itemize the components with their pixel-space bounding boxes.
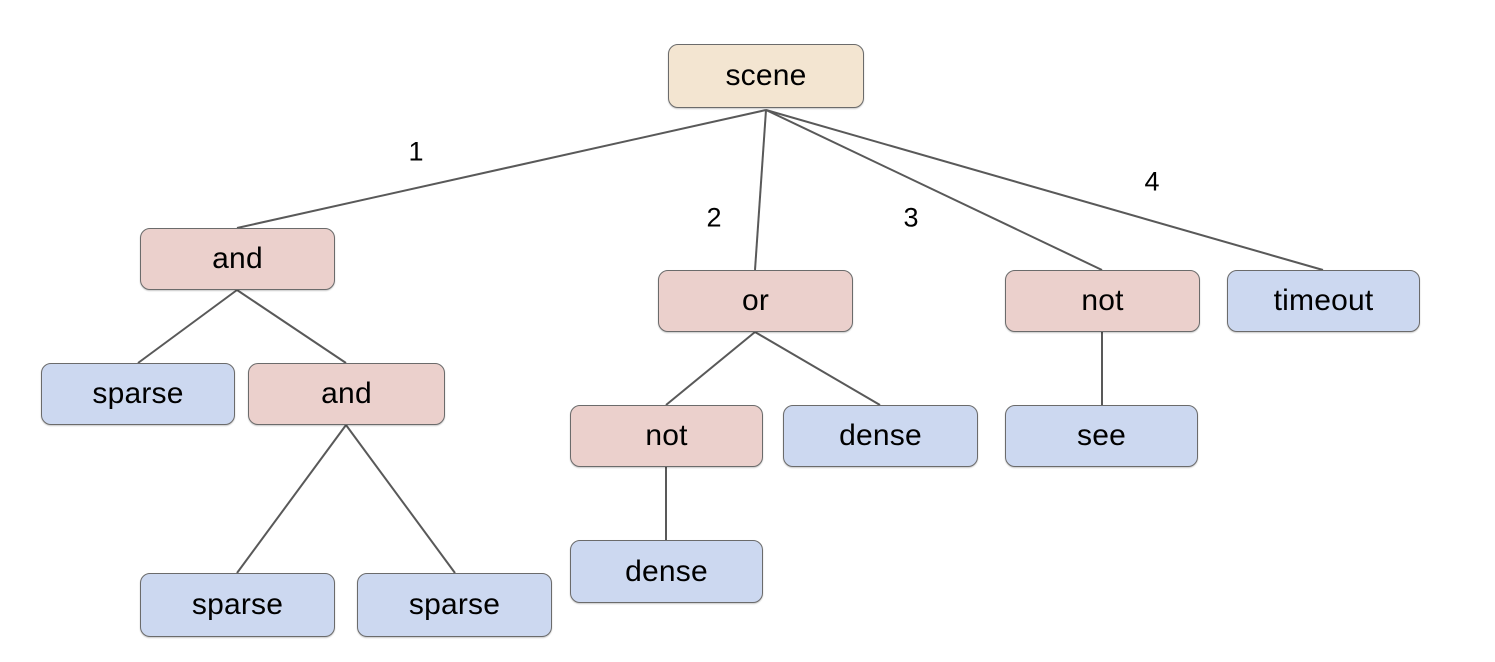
tree-node-sparse3[interactable]: sparse: [357, 573, 552, 637]
tree-edge-and1-to-sparse1: [137, 289, 238, 364]
tree-node-sparse1[interactable]: sparse: [41, 363, 235, 425]
tree-edge-or1-to-not2: [665, 331, 756, 406]
tree-node-scene[interactable]: scene: [668, 44, 864, 108]
tree-node-and1[interactable]: and: [140, 228, 335, 290]
tree-node-or1[interactable]: or: [658, 270, 853, 332]
edge-label-3: 3: [903, 202, 919, 233]
tree-edge-scene-to-not1: [765, 109, 1103, 271]
edge-label-4: 4: [1144, 166, 1160, 197]
tree-node-sparse2[interactable]: sparse: [140, 573, 335, 637]
tree-node-timeout1[interactable]: timeout: [1227, 270, 1420, 332]
edge-label-1: 1: [408, 136, 424, 167]
tree-edge-scene-to-timeout1: [765, 109, 1324, 271]
tree-edge-and2-to-sparse3: [345, 424, 456, 574]
tree-edge-and1-to-and2: [236, 289, 347, 364]
tree-node-dense1[interactable]: dense: [783, 405, 978, 467]
tree-node-not1[interactable]: not: [1005, 270, 1200, 332]
tree-node-see1[interactable]: see: [1005, 405, 1198, 467]
edge-label-2: 2: [706, 202, 722, 233]
tree-node-and2[interactable]: and: [248, 363, 445, 425]
tree-edge-scene-to-and1: [236, 109, 767, 229]
tree-edge-and2-to-sparse2: [236, 424, 347, 574]
tree-edge-scene-to-or1: [754, 109, 767, 271]
tree-edge-or1-to-dense1: [754, 331, 881, 406]
tree-node-not2[interactable]: not: [570, 405, 763, 467]
tree-node-dense2[interactable]: dense: [570, 540, 763, 603]
